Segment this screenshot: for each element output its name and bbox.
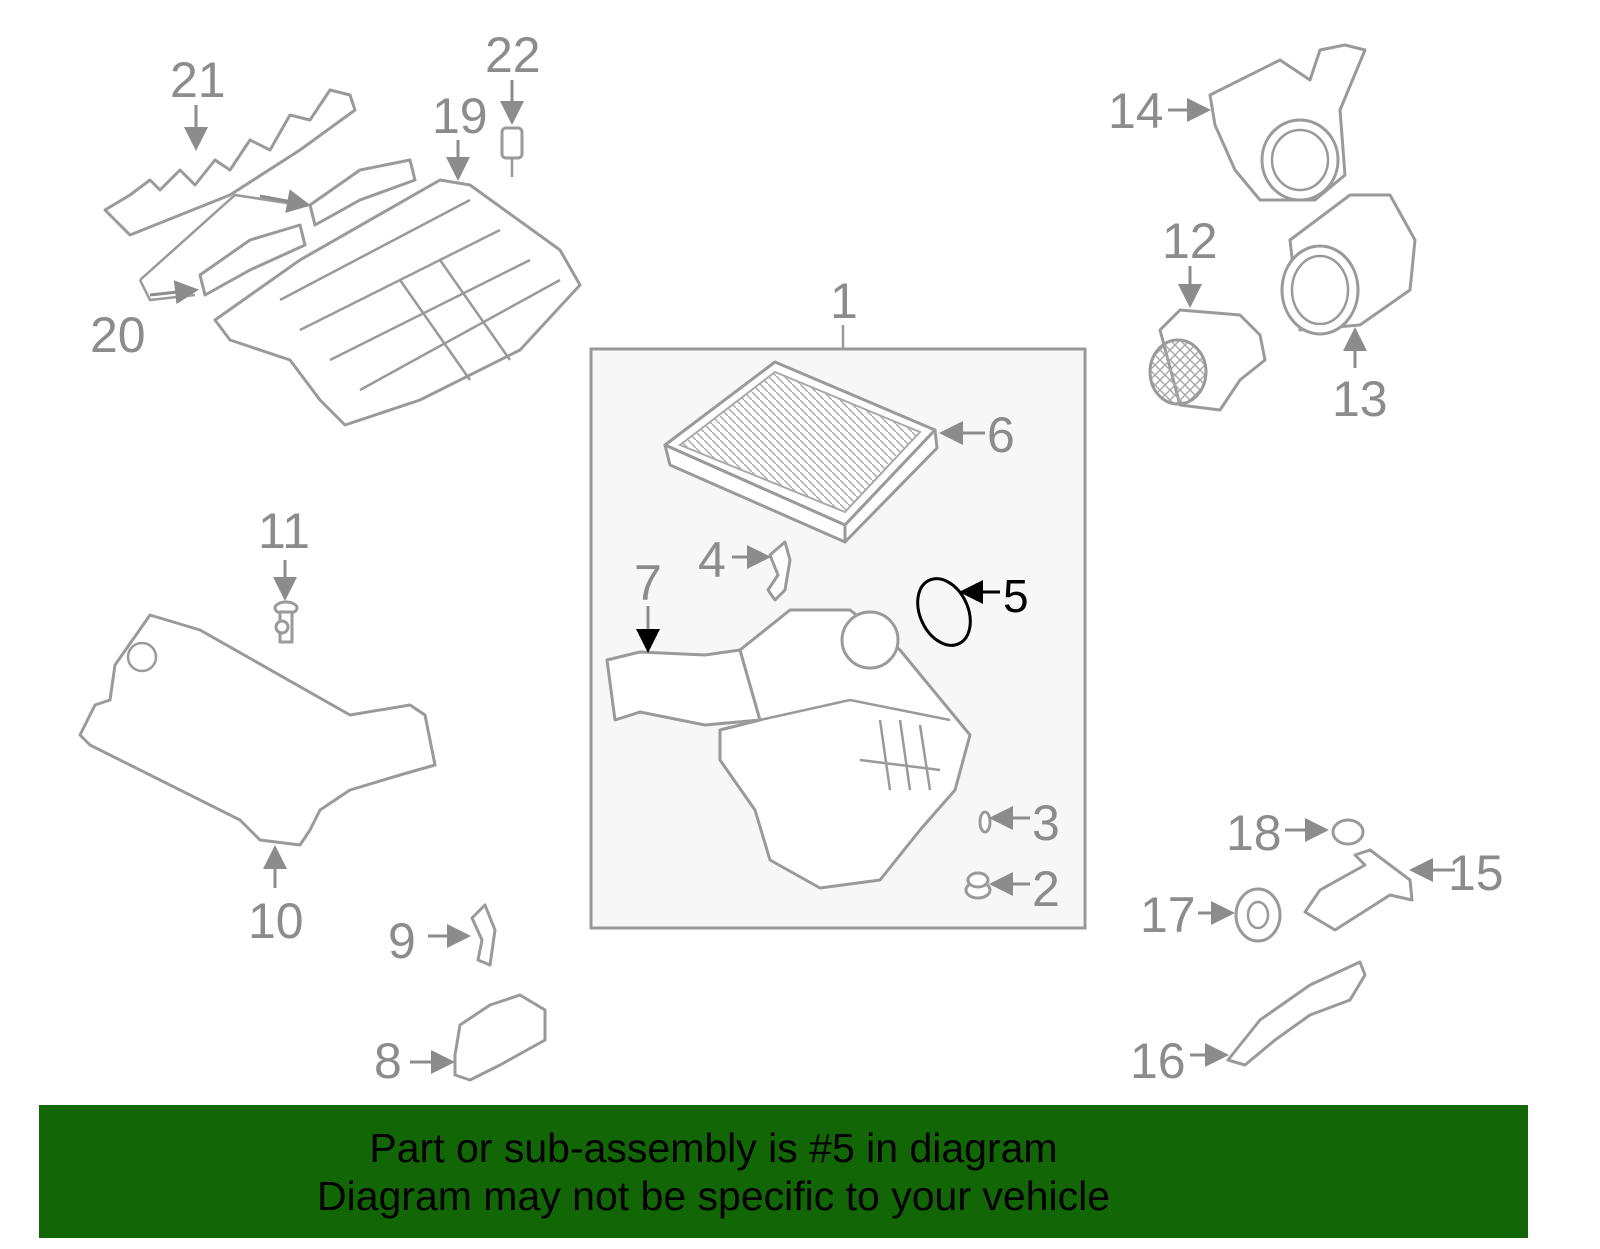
callout-17: 17 bbox=[1140, 887, 1196, 943]
air-box-housing[interactable] bbox=[605, 608, 972, 890]
engine-cover-part-10[interactable] bbox=[78, 613, 437, 847]
bracket-part-8[interactable] bbox=[453, 993, 547, 1082]
grommet-part-2[interactable] bbox=[964, 871, 992, 900]
intake-manifold-part-19[interactable] bbox=[213, 178, 582, 427]
callout-21: 21 bbox=[170, 52, 226, 108]
grommet-part-18[interactable] bbox=[1331, 818, 1365, 846]
callout-18: 18 bbox=[1226, 805, 1282, 861]
info-banner: Part or sub-assembly is #5 in diagram Di… bbox=[39, 1105, 1528, 1238]
clip-part-9[interactable] bbox=[470, 903, 497, 967]
banner-line-2: Diagram may not be specific to your vehi… bbox=[316, 1172, 1110, 1219]
callout-14: 14 bbox=[1108, 83, 1164, 139]
callout-7: 7 bbox=[634, 555, 662, 611]
callout-12: 12 bbox=[1162, 213, 1218, 269]
bolt-part-11[interactable] bbox=[273, 600, 299, 644]
callout-16: 16 bbox=[1130, 1033, 1186, 1089]
callout-8: 8 bbox=[374, 1033, 402, 1089]
callout-20: 20 bbox=[90, 307, 146, 363]
intake-boot-part-14[interactable] bbox=[1208, 43, 1367, 202]
mass-airflow-sensor-part-12[interactable] bbox=[1148, 308, 1267, 412]
callout-15: 15 bbox=[1448, 845, 1504, 901]
callout-3: 3 bbox=[1032, 795, 1060, 851]
callout-13: 13 bbox=[1332, 371, 1388, 427]
seal-part-17[interactable] bbox=[1234, 887, 1282, 943]
callout-9: 9 bbox=[388, 913, 416, 969]
callout-arrows bbox=[149, 80, 1455, 1074]
callout-10: 10 bbox=[248, 893, 304, 949]
air-filter-part-6[interactable] bbox=[663, 360, 939, 544]
callout-22: 22 bbox=[485, 27, 541, 83]
callout-4: 4 bbox=[698, 532, 726, 588]
valve-part-15[interactable] bbox=[1303, 848, 1414, 932]
intake-hose-part-13[interactable] bbox=[1280, 193, 1417, 336]
cover-part-21[interactable] bbox=[103, 88, 357, 237]
clip-part-4[interactable] bbox=[766, 540, 792, 602]
sensor-part-22[interactable] bbox=[500, 126, 524, 177]
callout-2: 2 bbox=[1032, 861, 1060, 917]
grommet-part-3[interactable] bbox=[978, 810, 992, 834]
bracket-part-16[interactable] bbox=[1226, 960, 1367, 1067]
callout-1: 1 bbox=[830, 273, 858, 329]
callout-6: 6 bbox=[987, 407, 1015, 463]
callout-19: 19 bbox=[432, 88, 488, 144]
gasket-part-20[interactable] bbox=[138, 158, 417, 302]
callout-5: 5 bbox=[1003, 570, 1029, 622]
banner-line-1: Part or sub-assembly is #5 in diagram bbox=[369, 1124, 1058, 1171]
callout-11: 11 bbox=[258, 503, 310, 559]
